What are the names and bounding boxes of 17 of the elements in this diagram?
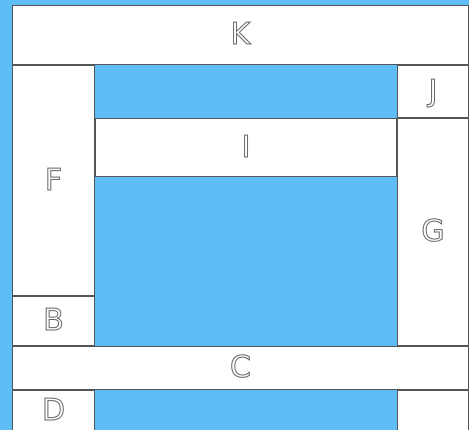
room-letter: D bbox=[42, 396, 66, 426]
room-box bbox=[95, 118, 397, 177]
room-box bbox=[12, 296, 95, 346]
room-box bbox=[12, 346, 469, 390]
room-box bbox=[397, 65, 469, 118]
room-box bbox=[12, 5, 469, 65]
room-letter: B bbox=[43, 306, 64, 336]
room-box bbox=[12, 390, 95, 430]
room-letter: J bbox=[428, 76, 438, 106]
room-letter: F bbox=[44, 166, 62, 196]
room-letter: G bbox=[421, 217, 445, 247]
room-letter: C bbox=[230, 353, 251, 383]
room-box bbox=[12, 65, 95, 296]
room-letter: K bbox=[230, 20, 250, 50]
room-box bbox=[397, 390, 469, 430]
room-box bbox=[397, 118, 469, 346]
room-letter: I bbox=[242, 132, 250, 162]
